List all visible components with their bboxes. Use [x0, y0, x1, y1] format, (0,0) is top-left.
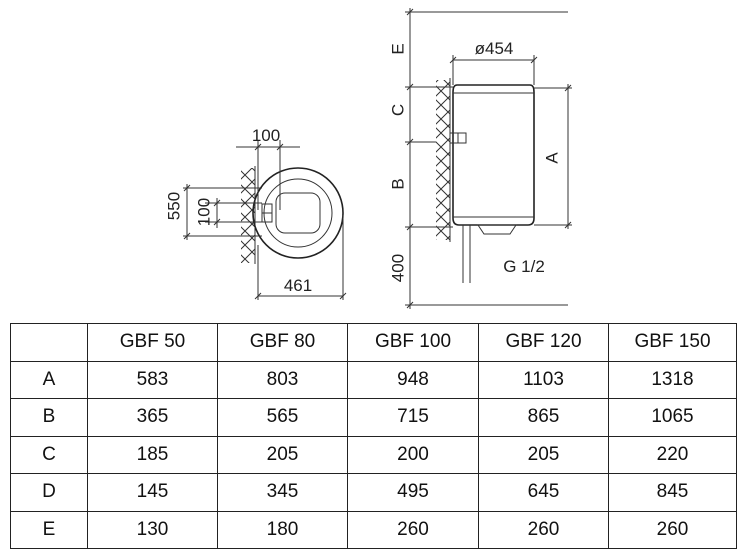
table-cell: 260 — [347, 510, 479, 549]
wall-hatch-side-view — [436, 80, 450, 240]
dimension-a: A — [534, 84, 572, 229]
flange-shape — [275, 192, 321, 234]
dimension-chain-left: E C B 400 — [388, 8, 453, 309]
table-cell: 715 — [347, 398, 479, 437]
dim-left-outer-label: 550 — [164, 192, 183, 220]
table-cell: 1065 — [608, 398, 737, 437]
table-row: A 583 803 948 1103 1318 — [10, 360, 737, 399]
table-cell: 1318 — [608, 360, 737, 399]
label-a: A — [542, 152, 561, 164]
table-cell: 1103 — [478, 360, 609, 399]
diameter-label: ø454 — [475, 39, 514, 58]
pipe-lower — [261, 212, 273, 223]
table-cell: 345 — [217, 473, 348, 512]
table-cell: 803 — [217, 360, 348, 399]
row-label: A — [10, 360, 88, 399]
wall-hatch-top-view — [241, 168, 255, 263]
table-cell: 180 — [217, 510, 348, 549]
column-header: GBF 150 — [608, 323, 737, 362]
technical-drawing: 100 550 100 461 — [164, 8, 572, 309]
corner-cell — [10, 323, 88, 362]
table-cell: 185 — [87, 435, 218, 474]
table-cell: 260 — [608, 510, 737, 549]
heater-outer-circle — [252, 167, 344, 259]
column-header: GBF 80 — [217, 323, 348, 362]
dimension-diameter: ø454 — [449, 39, 538, 85]
table-cell: 365 — [87, 398, 218, 437]
table-cell: 495 — [347, 473, 479, 512]
table-row: B 365 565 715 865 1065 — [10, 398, 737, 437]
table-cell: 865 — [478, 398, 609, 437]
dimension-left: 550 100 — [164, 184, 262, 240]
table-cell: 948 — [347, 360, 479, 399]
column-header: GBF 50 — [87, 323, 218, 362]
dimensions-table: GBF 50 GBF 80 GBF 100 GBF 120 GBF 150 A … — [10, 323, 737, 549]
row-label: E — [10, 510, 88, 549]
dim-left-inner-label: 100 — [194, 198, 213, 226]
table-cell: 145 — [87, 473, 218, 512]
table-cell: 200 — [347, 435, 479, 474]
top-view: 100 550 100 461 — [164, 126, 347, 300]
table-cell: 205 — [478, 435, 609, 474]
table-cell: 583 — [87, 360, 218, 399]
row-label: D — [10, 473, 88, 512]
dimension-top-100: 100 — [236, 126, 300, 210]
mounting-bracket — [449, 132, 467, 144]
column-header: GBF 100 — [347, 323, 479, 362]
side-view: E C B 400 ø454 — [388, 8, 572, 309]
table-cell: 260 — [478, 510, 609, 549]
dimension-bottom-461: 461 — [254, 215, 347, 300]
header-row: GBF 50 GBF 80 GBF 100 GBF 120 GBF 150 — [10, 323, 737, 362]
table-row: C 185 205 200 205 220 — [10, 435, 737, 474]
table-cell: 220 — [608, 435, 737, 474]
row-label: C — [10, 435, 88, 474]
table-cell: 645 — [478, 473, 609, 512]
heater-inner-circle — [263, 178, 333, 248]
dim-top-label: 100 — [252, 126, 280, 145]
connection-pipes: G 1/2 — [462, 224, 545, 283]
table-cell: 205 — [217, 435, 348, 474]
dim-bottom-label: 461 — [284, 276, 312, 295]
pipe-upper — [261, 203, 273, 214]
heater-body — [452, 84, 535, 226]
table-row: D 145 345 495 645 845 — [10, 473, 737, 512]
table-cell: 845 — [608, 473, 737, 512]
table-cell: 130 — [87, 510, 218, 549]
label-e: E — [388, 43, 407, 54]
thread-label: G 1/2 — [503, 257, 545, 276]
table-cell: 565 — [217, 398, 348, 437]
row-label: B — [10, 398, 88, 437]
label-b: B — [388, 178, 407, 189]
label-c: C — [388, 104, 407, 116]
table-row: E 130 180 260 260 260 — [10, 510, 737, 549]
column-header: GBF 120 — [478, 323, 609, 362]
label-400: 400 — [388, 254, 407, 282]
